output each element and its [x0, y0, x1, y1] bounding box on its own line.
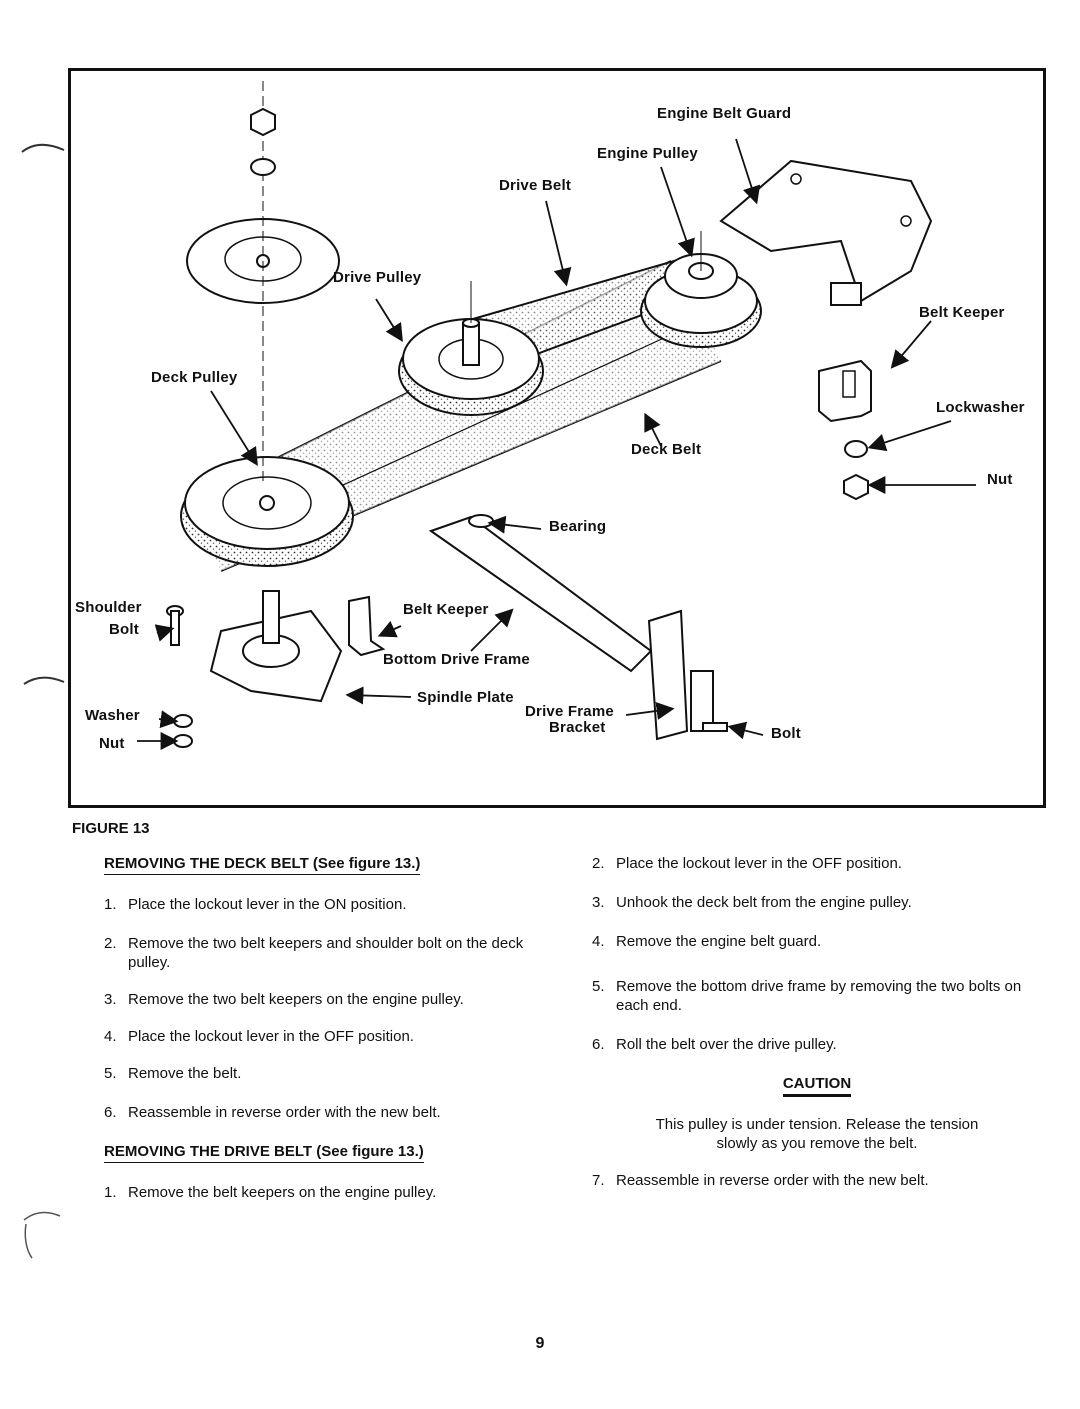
step-number: 4. — [592, 933, 605, 950]
step-text: Unhook the deck belt from the engine pul… — [616, 894, 912, 911]
drive-step-6: 6. Roll the belt over the drive pulley. — [592, 1035, 1042, 1054]
engine-pulley — [640, 231, 762, 348]
step-text: Remove the two belt keepers and shoulder… — [128, 935, 524, 971]
step-number: 1. — [104, 896, 117, 913]
step-number: 3. — [104, 991, 117, 1008]
label-nut-right: Nut — [987, 471, 1013, 488]
shoulder-bolt — [166, 605, 184, 646]
step-text: Place the lockout lever in the ON positi… — [128, 896, 407, 913]
label-nut-left: Nut — [99, 735, 125, 752]
drive-step-1: 1. Remove the belt keepers on the engine … — [104, 1183, 544, 1202]
spindle-plate — [209, 590, 343, 703]
label-lockwasher: Lockwasher — [936, 399, 1025, 416]
nut-left — [173, 734, 193, 748]
deck-belt-heading: REMOVING THE DECK BELT (See figure 13.) — [104, 854, 421, 875]
step-number: 3. — [592, 894, 605, 911]
label-drive-frame-bracket-2: Bracket — [549, 719, 606, 736]
step-number: 5. — [592, 978, 605, 995]
step-text: Place the lockout lever in the OFF posit… — [616, 855, 902, 872]
figure-caption: FIGURE 13 — [72, 820, 150, 837]
label-bearing: Bearing — [549, 518, 607, 535]
deck-step-1: 1. Place the lockout lever in the ON posi… — [104, 895, 544, 914]
margin-mark — [23, 1211, 61, 1259]
label-shoulder-bolt-1: Shoulder — [75, 599, 142, 616]
belt-assembly-drawing — [137, 81, 976, 750]
caution-title: CAUTION — [592, 1074, 1042, 1097]
step-text: Reassemble in reverse order with the new… — [128, 1104, 441, 1121]
step-text: Remove the engine belt guard. — [616, 933, 822, 950]
label-deck-belt: Deck Belt — [631, 441, 702, 458]
label-washer: Washer — [85, 707, 140, 724]
bottom-drive-frame — [428, 514, 653, 673]
deck-step-4: 4. Place the lockout lever in the OFF pos… — [104, 1027, 544, 1046]
margin-mark — [21, 144, 65, 153]
step-text: Remove the belt keepers on the engine pu… — [128, 1184, 437, 1201]
drive-pulley — [398, 281, 544, 416]
deck-step-3: 3. Remove the two belt keepers on the eng… — [104, 990, 544, 1009]
label-engine-belt-guard: Engine Belt Guard — [657, 105, 792, 122]
step-text: Roll the belt over the drive pulley. — [616, 1036, 837, 1053]
label-belt-keeper-center: Belt Keeper — [403, 601, 489, 618]
label-drive-pulley: Drive Pulley — [333, 269, 422, 286]
step-text: Place the lockout lever in the OFF posit… — [128, 1028, 414, 1045]
lockwasher-right — [844, 440, 868, 458]
belt-keeper-right — [818, 359, 872, 423]
drive-belt-heading: REMOVING THE DRIVE BELT (See figure 13.) — [104, 1142, 424, 1163]
drive-frame-bracket — [647, 609, 728, 741]
step-number: 1. — [104, 1184, 117, 1201]
step-number: 5. — [104, 1065, 117, 1082]
right-column: 2. Place the lockout lever in the OFF pos… — [592, 854, 1042, 1190]
label-belt-keeper-right: Belt Keeper — [919, 304, 1005, 321]
left-column: REMOVING THE DECK BELT (See figure 13.) … — [104, 854, 544, 1202]
figure-13-diagram: Engine Belt Guard Engine Pulley Drive Be… — [68, 68, 1046, 808]
deck-step-5: 5. Remove the belt. — [104, 1064, 544, 1083]
label-bolt-right: Bolt — [771, 725, 801, 742]
deck-step-2: 2. Remove the two belt keepers and should… — [104, 934, 544, 972]
step-text: Remove the belt. — [128, 1065, 242, 1082]
caution-text: This pulley is under tension. Release th… — [655, 1116, 979, 1152]
margin-mark — [23, 676, 65, 685]
washer-left — [173, 714, 193, 728]
step-number: 6. — [104, 1104, 117, 1121]
deck-step-6: 6. Reassemble in reverse order with the n… — [104, 1103, 544, 1122]
page-number: 9 — [535, 1335, 545, 1352]
label-deck-pulley: Deck Pulley — [151, 369, 238, 386]
leader-arrows — [137, 138, 976, 750]
drive-step-4: 4. Remove the engine belt guard. — [592, 932, 1042, 951]
label-bottom-drive-frame: Bottom Drive Frame — [383, 651, 530, 668]
label-drive-belt: Drive Belt — [499, 177, 572, 194]
step-number: 2. — [104, 935, 117, 952]
deck-pulley — [180, 456, 354, 567]
step-number: 2. — [592, 855, 605, 872]
upper-pulley-exploded — [186, 81, 340, 481]
label-drive-frame-bracket-1: Drive Frame — [525, 703, 614, 720]
label-shoulder-bolt-2: Bolt — [109, 621, 139, 638]
drive-step-7: 7. Reassemble in reverse order with the n… — [592, 1171, 1042, 1190]
step-number: 6. — [592, 1036, 605, 1053]
step-number: 7. — [592, 1172, 605, 1189]
step-text: Remove the two belt keepers on the engin… — [128, 991, 464, 1008]
step-text: Remove the bottom drive frame by removin… — [616, 978, 1022, 1014]
drive-step-2: 2. Place the lockout lever in the OFF pos… — [592, 854, 1042, 873]
drive-step-5: 5. Remove the bottom drive frame by remov… — [592, 977, 1042, 1015]
step-text: Reassemble in reverse order with the new… — [616, 1172, 929, 1189]
nut-right — [843, 473, 869, 501]
caution-title-text: CAUTION — [782, 1075, 852, 1097]
drive-step-3: 3. Unhook the deck belt from the engine p… — [592, 893, 1042, 912]
belt-keeper-center — [348, 595, 386, 657]
step-number: 4. — [104, 1028, 117, 1045]
engine-belt-guard — [719, 159, 933, 306]
label-spindle-plate: Spindle Plate — [417, 689, 514, 706]
label-engine-pulley: Engine Pulley — [597, 145, 698, 162]
